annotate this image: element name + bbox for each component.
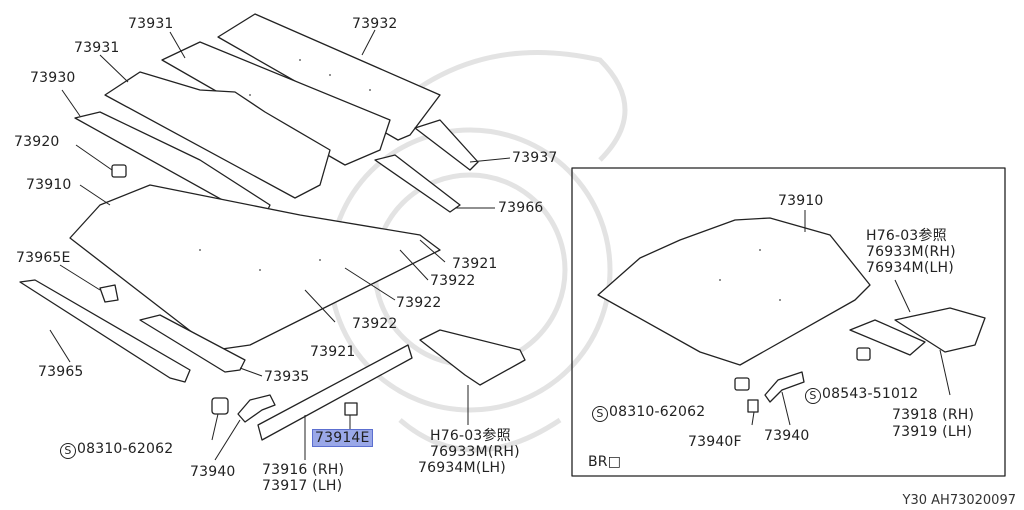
diagram-reference-code: Y30 AH73020097	[902, 493, 1016, 508]
speckle	[299, 59, 301, 61]
speckle	[249, 94, 251, 96]
handle-73940-left	[237, 394, 276, 423]
label-73937: 73937	[512, 150, 558, 166]
rail-73966	[374, 154, 461, 213]
label-73932: 73932	[352, 16, 398, 32]
inset-headlining	[597, 217, 871, 366]
grill-left	[419, 329, 526, 386]
leader-73940b	[781, 391, 791, 426]
label-73965e: 73965E	[16, 250, 71, 266]
label-73931-lower: 73931	[74, 40, 120, 56]
label-inset-code: BR□	[588, 454, 622, 470]
label-ref-h76-right: H76-03参照	[866, 228, 947, 244]
leader-ref2	[894, 279, 911, 313]
label-73935: 73935	[264, 369, 310, 385]
inset-grill	[894, 307, 986, 353]
leader-73931b	[99, 54, 129, 83]
leader-73922a	[399, 249, 429, 281]
leader-73965e	[59, 264, 101, 291]
label-73940f: 73940F	[688, 434, 742, 450]
speckle	[319, 259, 321, 261]
label-73940-inset: 73940	[764, 428, 810, 444]
inset-frame	[571, 167, 1006, 477]
leader-73922b	[344, 267, 396, 301]
bolt-08310-left	[211, 397, 229, 415]
headlining-73910	[69, 184, 441, 351]
label-73965: 73965	[38, 364, 84, 380]
speckle	[329, 74, 331, 76]
leader-73932	[361, 29, 376, 56]
trim-73935	[139, 314, 246, 373]
label-73931-upper: 73931	[128, 16, 174, 32]
inset-bolt-b	[856, 347, 871, 361]
label-73921-lower: 73921	[310, 344, 356, 360]
leader-73965	[49, 329, 71, 363]
label-73917: 73917 (LH)	[262, 478, 343, 494]
leader-bolt-a	[211, 413, 219, 441]
clip-73914e	[344, 402, 358, 416]
label-76933m-right: 76933M(RH)	[866, 244, 956, 260]
leader-73918	[939, 349, 951, 396]
speckle	[259, 269, 261, 271]
leader-73930	[61, 89, 81, 117]
label-73940-left: 73940	[190, 464, 236, 480]
label-73910: 73910	[26, 177, 72, 193]
pad-73931-lower	[104, 71, 331, 199]
label-73922-mid: 73922	[352, 316, 398, 332]
strip-73916	[257, 344, 413, 441]
label-73922-lower: 73922	[396, 295, 442, 311]
bracket-73965	[19, 279, 191, 383]
leader-73910	[79, 184, 111, 206]
speckle	[759, 249, 761, 251]
label-76934m-left: 76934M(LH)	[418, 460, 506, 476]
s-symbol-icon: S	[592, 406, 608, 422]
speckle	[369, 89, 371, 91]
leader-73940a	[214, 419, 241, 461]
leader-73920	[75, 144, 113, 171]
inset-clip	[747, 399, 759, 413]
label-inset-73910: 73910	[778, 193, 824, 209]
label-76933m-left: 76933M(RH)	[430, 444, 520, 460]
rail-73937	[414, 119, 479, 171]
label-73930: 73930	[30, 70, 76, 86]
leader-73935	[239, 367, 263, 377]
leader-73940f	[751, 411, 755, 426]
label-73966: 73966	[498, 200, 544, 216]
label-73914e: 73914E	[312, 429, 373, 447]
strip-73965e	[99, 284, 119, 303]
s-symbol-icon: S	[805, 388, 821, 404]
label-73918: 73918 (RH)	[892, 407, 975, 423]
speckle	[719, 279, 721, 281]
s-symbol-icon: S	[60, 443, 76, 459]
label-73920: 73920	[14, 134, 60, 150]
speckle	[779, 299, 781, 301]
inset-bolt-a	[734, 377, 750, 391]
label-76934m-right: 76934M(LH)	[866, 260, 954, 276]
clip-73920	[111, 164, 127, 178]
inset-handle	[764, 371, 805, 403]
label-73919: 73919 (LH)	[892, 424, 973, 440]
label-ref-h76-left: H76-03参照	[430, 428, 511, 444]
inset-lamp	[849, 319, 926, 356]
speckle	[199, 249, 201, 251]
label-73922-upper: 73922	[430, 273, 476, 289]
label-73916: 73916 (RH)	[262, 462, 345, 478]
label-73921-upper: 73921	[452, 256, 498, 272]
leader-73921a	[419, 239, 446, 263]
leader-73921b	[304, 289, 336, 323]
leader-73931a	[169, 31, 186, 59]
leader-73937	[469, 157, 511, 163]
